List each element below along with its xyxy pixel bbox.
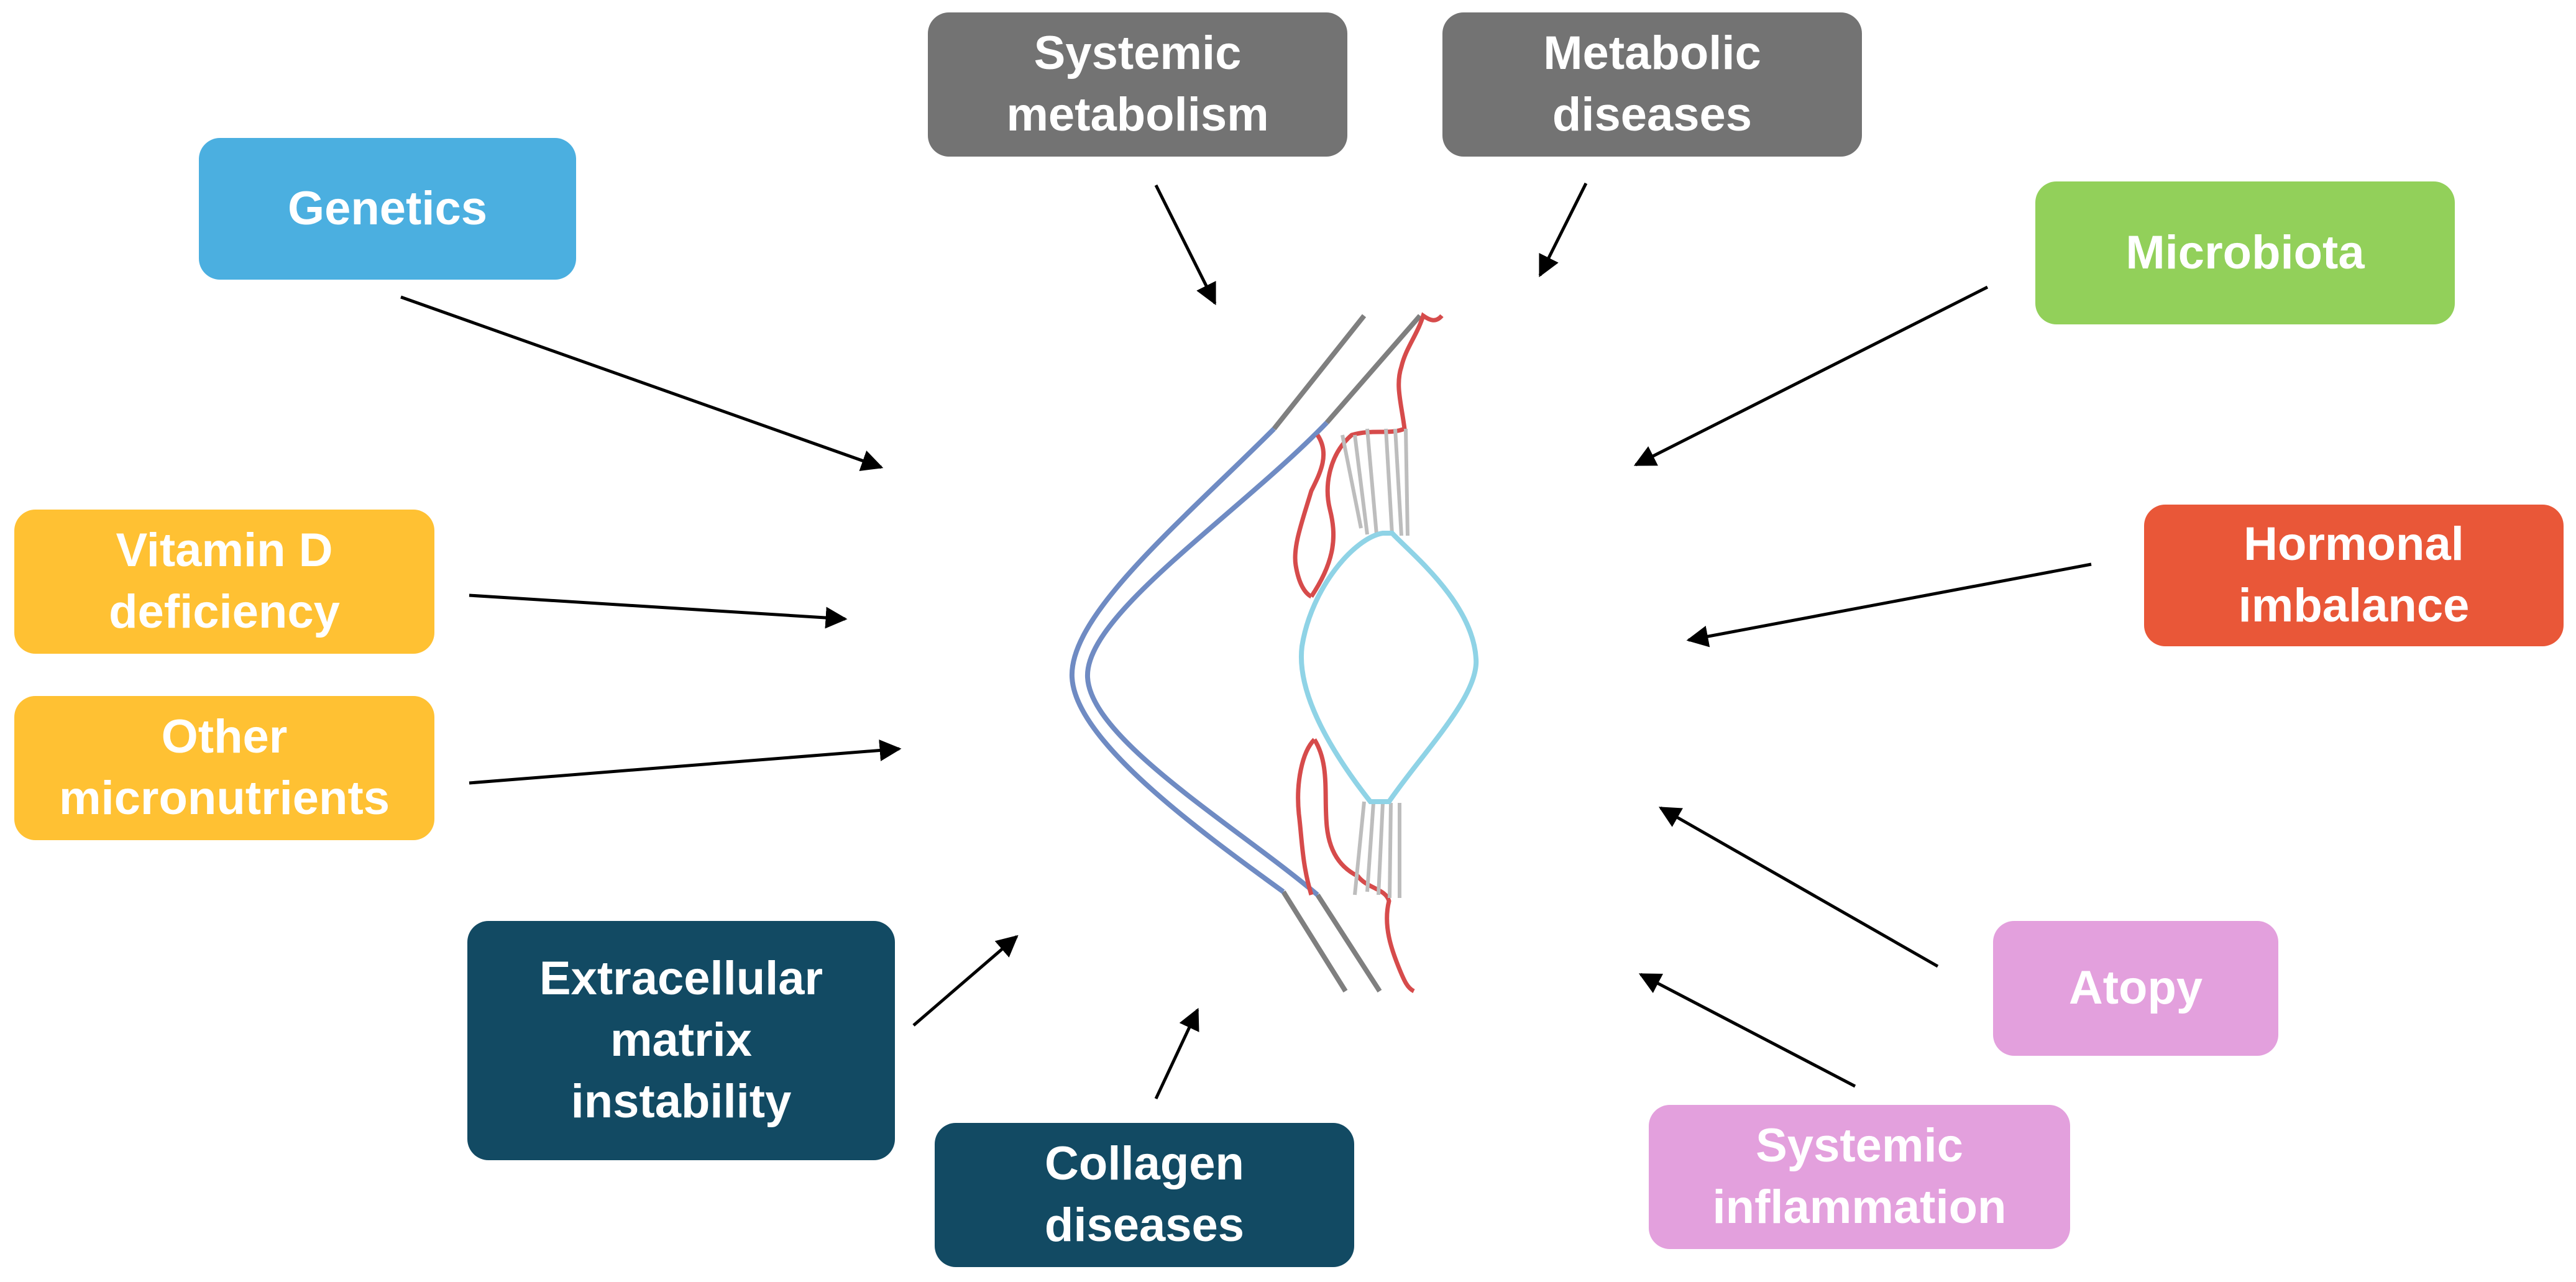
arrow-microbiota	[1633, 285, 1989, 467]
arrow-micronutrients	[469, 739, 902, 785]
arrow-collagen	[1154, 1007, 1199, 1100]
arrow-vitamin-d	[469, 593, 848, 629]
arrow-genetics	[400, 295, 884, 471]
arrow-atopy	[1658, 806, 1939, 968]
eye-cornea-inner	[1084, 421, 1329, 897]
arrows	[400, 182, 2092, 1100]
arrow-systemic-metabolism	[1154, 184, 1217, 306]
eye-cornea-outer	[1069, 427, 1285, 894]
eye-zonules-upper	[1341, 428, 1409, 536]
arrow-metabolic-diseases	[1538, 182, 1588, 278]
arrow-hormonal	[1686, 562, 2092, 648]
eye-tissue-upper-outer	[1293, 434, 1326, 599]
eye-lens	[1298, 531, 1479, 804]
eye-zonules-lower	[1353, 801, 1401, 899]
eye-outer-wall-upper	[1272, 314, 1367, 431]
eye-tissue-lower-outer	[1296, 738, 1316, 896]
eye-inner-wall-lower	[1315, 893, 1382, 993]
eye-outer-wall-lower	[1281, 890, 1348, 993]
eye-illustration	[1069, 312, 1479, 994]
eye-tissue-lower-inner	[1313, 738, 1415, 994]
arrow-ecm	[912, 935, 1019, 1027]
arrow-systemic-inflammation	[1638, 973, 1856, 1088]
eye-inner-wall-upper	[1324, 314, 1423, 424]
